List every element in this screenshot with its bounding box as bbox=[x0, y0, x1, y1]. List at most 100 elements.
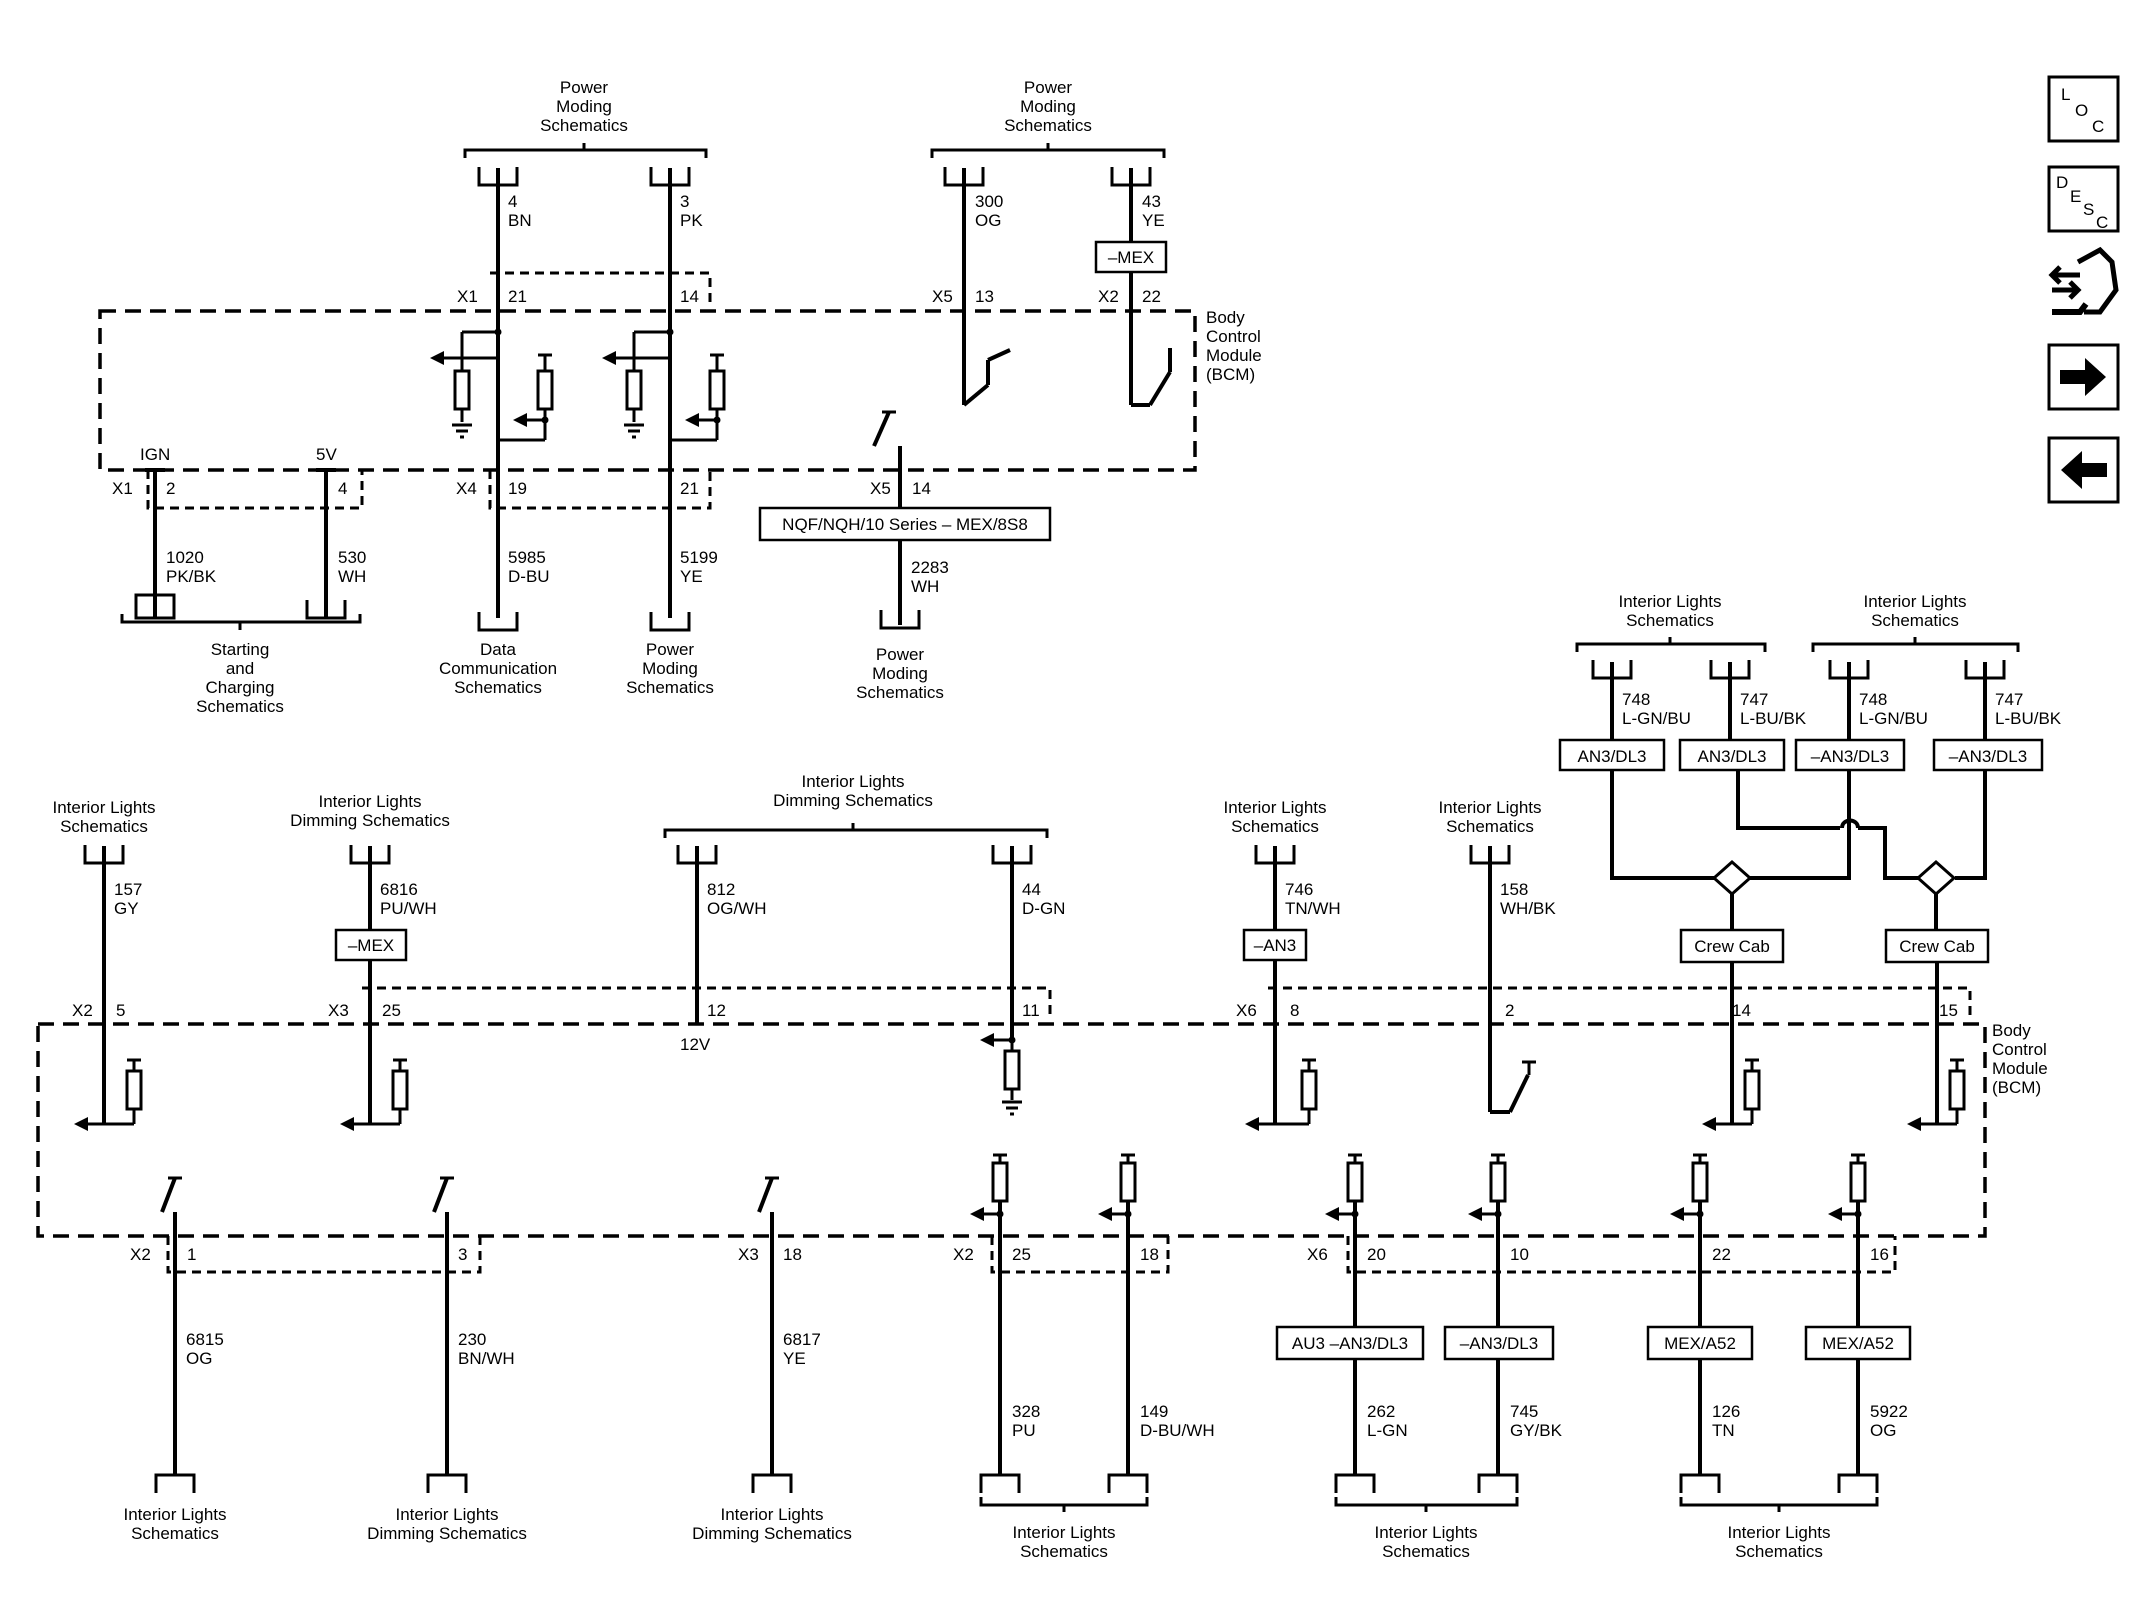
bcm-label-top: Body Control Module (BCM) bbox=[1206, 308, 1262, 384]
svg-text:Interior Lights: Interior Lights bbox=[1375, 1523, 1478, 1542]
svg-text:262: 262 bbox=[1367, 1402, 1395, 1421]
option-box-mex-a52-2: MEX/A52 bbox=[1804, 1325, 1912, 1361]
svg-text:1020: 1020 bbox=[166, 548, 204, 567]
connector-x4-outline bbox=[488, 470, 712, 510]
svg-text:L-BU/BK: L-BU/BK bbox=[1740, 709, 1807, 728]
svg-text:Power: Power bbox=[646, 640, 695, 659]
option-box-crew-cab-2: Crew Cab bbox=[1884, 928, 1990, 964]
svg-text:Communication: Communication bbox=[439, 659, 557, 678]
interior-lights-dimming-header-2: Interior Lights Dimming Schematics bbox=[663, 772, 1049, 838]
option-box-mex-mid: –MEX bbox=[334, 928, 408, 962]
wire-530-wh: 530 WH bbox=[316, 468, 366, 618]
svg-text:2283: 2283 bbox=[911, 558, 949, 577]
svg-text:X2: X2 bbox=[130, 1245, 151, 1264]
12v-label: 12V bbox=[680, 1035, 711, 1054]
svg-text:748: 748 bbox=[1859, 690, 1887, 709]
pin-14b-label: 14 bbox=[912, 479, 931, 498]
option-box-au3-an3-dl3: AU3 –AN3/DL3 bbox=[1275, 1325, 1425, 1361]
svg-text:–AN3/DL3: –AN3/DL3 bbox=[1949, 747, 2027, 766]
interior-lights-dimming-header-1: Interior Lights Dimming Schematics bbox=[290, 792, 450, 830]
svg-text:126: 126 bbox=[1712, 1402, 1740, 1421]
svg-text:5199: 5199 bbox=[680, 548, 718, 567]
5v-label: 5V bbox=[316, 445, 337, 464]
svg-text:OG/WH: OG/WH bbox=[707, 899, 767, 918]
wire-5985-d-bu: 5985 D-BU bbox=[508, 548, 550, 586]
svg-text:6816: 6816 bbox=[380, 880, 418, 899]
interior-lights-header-2: Interior Lights Schematics bbox=[1224, 798, 1327, 836]
svg-text:10: 10 bbox=[1510, 1245, 1529, 1264]
option-box-nqf: NQF/NQH/10 Series – MEX/8S8 bbox=[758, 506, 1052, 542]
svg-text:Interior Lights: Interior Lights bbox=[1439, 798, 1542, 817]
pin-x5-label: X5 bbox=[932, 287, 953, 306]
svg-text:Body: Body bbox=[1206, 308, 1245, 327]
svg-text:PU/WH: PU/WH bbox=[380, 899, 437, 918]
svg-text:5985: 5985 bbox=[508, 548, 546, 567]
connector-hand-icon[interactable] bbox=[2048, 246, 2119, 315]
wire-2283-wh: 2283 WH bbox=[872, 410, 949, 630]
interior-lights-header-3: Interior Lights Schematics bbox=[1439, 798, 1542, 836]
svg-text:25: 25 bbox=[1012, 1245, 1031, 1264]
svg-text:D-BU: D-BU bbox=[508, 567, 550, 586]
pin-x1-label: X1 bbox=[457, 287, 478, 306]
desc-button[interactable]: D E S C bbox=[2047, 165, 2120, 233]
svg-text:X6: X6 bbox=[1236, 1001, 1257, 1020]
svg-text:44: 44 bbox=[1022, 880, 1041, 899]
svg-text:(BCM): (BCM) bbox=[1992, 1078, 2041, 1097]
svg-text:Schematics: Schematics bbox=[856, 683, 944, 702]
svg-text:–AN3/DL3: –AN3/DL3 bbox=[1460, 1334, 1538, 1353]
back-button[interactable] bbox=[2047, 436, 2120, 504]
wire-812-og-wh: 812 OG/WH bbox=[695, 846, 767, 1024]
svg-text:Module: Module bbox=[1992, 1059, 2048, 1078]
dest-interior-lights-2: Interior Lights Schematics bbox=[1013, 1523, 1116, 1561]
wire-747-a: 747 L-BU/BK bbox=[1728, 662, 1807, 740]
dest-interior-lights-1: Interior Lights Schematics bbox=[124, 1505, 227, 1543]
wire-1020-pk-bk: 1020 PK/BK bbox=[134, 468, 217, 618]
ign-label: IGN bbox=[140, 445, 170, 464]
power-moding-header-left: Power Moding Schematics bbox=[463, 78, 708, 158]
pin-x5b-label: X5 bbox=[870, 479, 891, 498]
next-button[interactable] bbox=[2047, 343, 2120, 411]
loc-button[interactable]: L O C bbox=[2047, 75, 2120, 143]
svg-text:747: 747 bbox=[1995, 690, 2023, 709]
bracket-bottom-2 bbox=[1334, 1497, 1519, 1512]
svg-text:5: 5 bbox=[116, 1001, 125, 1020]
loc-letter-o: O bbox=[2075, 101, 2088, 120]
svg-text:1: 1 bbox=[187, 1245, 196, 1264]
svg-text:4: 4 bbox=[508, 192, 517, 211]
svg-text:Crew Cab: Crew Cab bbox=[1694, 937, 1770, 956]
svg-text:X2: X2 bbox=[953, 1245, 974, 1264]
svg-text:(BCM): (BCM) bbox=[1206, 365, 1255, 384]
svg-text:PK: PK bbox=[680, 211, 703, 230]
svg-text:Moding: Moding bbox=[1020, 97, 1076, 116]
svg-text:12: 12 bbox=[707, 1001, 726, 1020]
bcm-output-resistors bbox=[970, 1153, 1867, 1236]
svg-text:Schematics: Schematics bbox=[1004, 116, 1092, 135]
svg-text:Data: Data bbox=[480, 640, 516, 659]
svg-text:Power: Power bbox=[876, 645, 925, 664]
svg-text:Power: Power bbox=[560, 78, 609, 97]
svg-text:Schematics: Schematics bbox=[626, 678, 714, 697]
svg-text:D-BU/WH: D-BU/WH bbox=[1140, 1421, 1215, 1440]
bcm-label-bottom: Body Control Module (BCM) bbox=[1992, 1021, 2048, 1097]
bcm-inputs-row1 bbox=[74, 1033, 1966, 1131]
svg-text:WH: WH bbox=[338, 567, 366, 586]
svg-text:3: 3 bbox=[458, 1245, 467, 1264]
pin-13-label: 13 bbox=[975, 287, 994, 306]
power-moding-label-bottom2: Power Moding Schematics bbox=[856, 645, 944, 702]
svg-text:BN: BN bbox=[508, 211, 532, 230]
wire-230-bn-wh: 230 BN/WH bbox=[445, 1236, 515, 1475]
wire-300-og: 300 OG bbox=[943, 165, 1011, 407]
svg-text:Interior Lights: Interior Lights bbox=[802, 772, 905, 791]
wire-149-d-bu-wh: 149 D-BU/WH bbox=[1126, 1236, 1215, 1475]
connector-x3-outline bbox=[362, 986, 1052, 1018]
svg-text:BN/WH: BN/WH bbox=[458, 1349, 515, 1368]
svg-text:Interior Lights: Interior Lights bbox=[1013, 1523, 1116, 1542]
svg-text:Interior Lights: Interior Lights bbox=[721, 1505, 824, 1524]
bracket-bottom-1 bbox=[979, 1497, 1149, 1512]
option-box-an3-4: –AN3/DL3 bbox=[1932, 738, 2044, 772]
pin-x2-label: X2 bbox=[1098, 287, 1119, 306]
svg-text:Moding: Moding bbox=[642, 659, 698, 678]
svg-text:GY: GY bbox=[114, 899, 139, 918]
desc-letter-s: S bbox=[2083, 200, 2094, 219]
svg-text:X3: X3 bbox=[328, 1001, 349, 1020]
